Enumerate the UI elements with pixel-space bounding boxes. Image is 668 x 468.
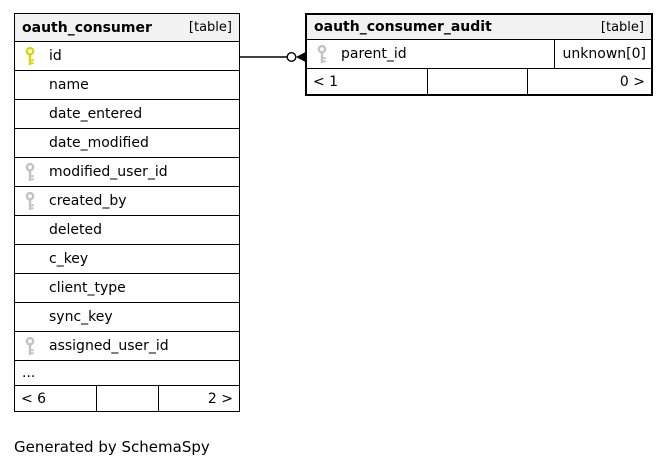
table-node-oauth-consumer[interactable]: oauth_consumer [table] id name date_entere…: [14, 13, 240, 412]
column-name: parent_id: [341, 46, 407, 62]
column-row-deleted[interactable]: deleted: [15, 216, 239, 245]
outgoing-relationships-count: 2 >: [207, 390, 233, 407]
column-name: deleted: [49, 222, 102, 238]
column-row-sync_key[interactable]: sync_key: [15, 303, 239, 332]
column-name: sync_key: [49, 309, 113, 325]
incoming-relationships-count: < 1: [313, 73, 339, 90]
column-name: date_modified: [49, 135, 149, 151]
column-row-date_entered[interactable]: date_entered: [15, 100, 239, 129]
outgoing-relationships-count: 0 >: [619, 73, 645, 90]
table-type-badge: [table]: [600, 19, 644, 35]
foreign-key-icon: [15, 336, 45, 356]
column-type: unknown[0]: [554, 40, 651, 68]
table-footer: < 1 0 >: [307, 69, 651, 94]
column-name: name: [49, 77, 89, 93]
zero-cardinality-circle: [286, 52, 297, 63]
column-row-assigned_user_id[interactable]: assigned_user_id: [15, 332, 239, 361]
table-footer: < 6 2 >: [15, 386, 239, 411]
column-name: date_entered: [49, 106, 143, 122]
hidden-columns-ellipsis[interactable]: ...: [15, 361, 239, 386]
column-row-name[interactable]: name: [15, 71, 239, 100]
column-row-c_key[interactable]: c_key: [15, 245, 239, 274]
column-name: c_key: [49, 251, 89, 267]
table-header[interactable]: oauth_consumer [table]: [15, 14, 239, 42]
foreign-key-icon: [15, 191, 45, 211]
columns-list: parent_id unknown[0]: [307, 40, 651, 69]
table-title: oauth_consumer: [22, 19, 152, 36]
columns-list: id name date_entered date_modified modified_…: [15, 42, 239, 361]
column-row-date_modified[interactable]: date_modified: [15, 129, 239, 158]
column-name: created_by: [49, 193, 127, 209]
footer-middle-cell: [427, 69, 528, 94]
column-name: id: [49, 48, 62, 64]
footer-middle-cell: [96, 386, 159, 411]
generated-by-note: Generated by SchemaSpy: [14, 438, 210, 456]
column-name: client_type: [49, 280, 126, 296]
foreign-key-icon: [307, 44, 337, 64]
primary-key-icon: [15, 46, 45, 66]
column-row-created_by[interactable]: created_by: [15, 187, 239, 216]
column-name: assigned_user_id: [49, 338, 169, 354]
column-name: modified_user_id: [49, 164, 168, 180]
column-row-client_type[interactable]: client_type: [15, 274, 239, 303]
column-row-modified_user_id[interactable]: modified_user_id: [15, 158, 239, 187]
column-row-id[interactable]: id: [15, 42, 239, 71]
table-node-oauth-consumer-audit[interactable]: oauth_consumer_audit [table] parent_id un…: [305, 13, 653, 96]
table-header[interactable]: oauth_consumer_audit [table]: [307, 15, 651, 40]
foreign-key-icon: [15, 162, 45, 182]
incoming-relationships-count: < 6: [21, 390, 47, 407]
table-title: oauth_consumer_audit: [314, 19, 492, 35]
table-type-badge: [table]: [188, 20, 232, 35]
column-row-parent_id[interactable]: parent_id unknown[0]: [307, 40, 651, 69]
